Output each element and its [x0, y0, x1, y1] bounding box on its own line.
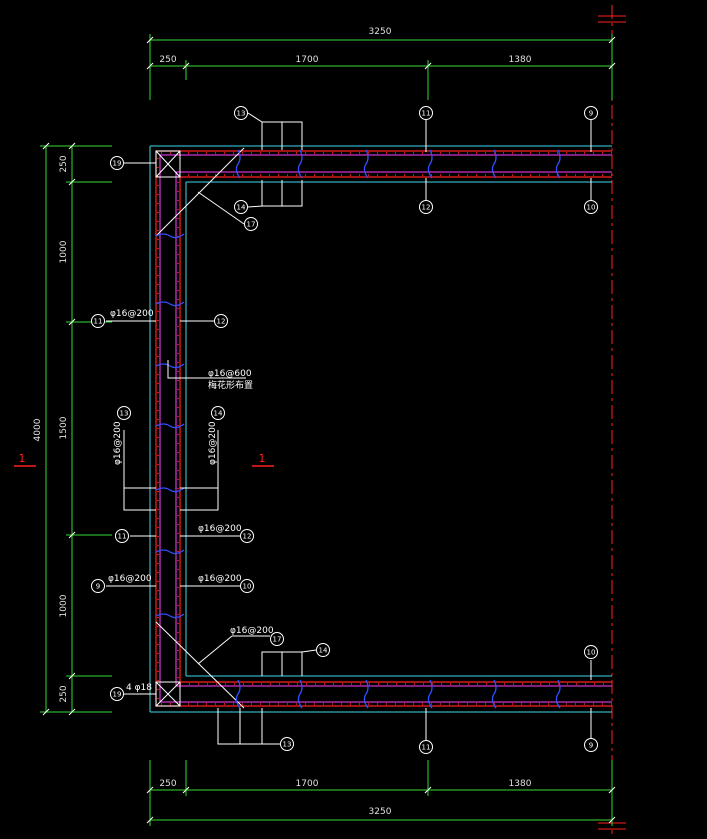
corner-box-bottom	[155, 681, 181, 707]
label-rebar-8: φ16@200	[198, 574, 242, 584]
tie-bars	[155, 149, 561, 709]
bubble-left-13: 13	[120, 410, 129, 418]
dim-left-b: 1000	[59, 240, 69, 263]
distribution-rebar	[159, 154, 612, 703]
dim-left-total: 4000	[33, 418, 43, 441]
bubble-left-10: 10	[243, 583, 252, 591]
bottom-dimensions	[149, 760, 613, 826]
dim-top-a: 250	[159, 55, 176, 65]
dim-bottom-total: 3250	[369, 807, 392, 817]
leader-lines	[106, 112, 592, 745]
bubble-corner-top: 19	[113, 160, 122, 168]
bubble-top-13: 13	[237, 110, 246, 118]
bubbles	[91, 106, 598, 754]
main-rebar	[155, 150, 612, 707]
bubble-top-11: 11	[422, 110, 431, 118]
bubble-corner-bot: 19	[113, 691, 122, 699]
haunch-bars	[155, 147, 245, 709]
dim-bottom-b: 1700	[296, 779, 319, 789]
bubble-bot-10: 10	[587, 649, 596, 657]
top-dimensions	[149, 34, 613, 100]
corner-box-top	[155, 150, 181, 178]
label-rebar-5: φ16@200	[208, 421, 218, 465]
bubble-left-12b: 12	[243, 533, 252, 541]
bubble-bot-13: 13	[283, 741, 292, 749]
dim-left-a: 250	[59, 155, 69, 172]
section-mark-right: 1	[259, 452, 266, 465]
dim-top-b: 1700	[296, 55, 319, 65]
bubble-top-10: 10	[587, 204, 596, 212]
label-rebar-7: φ16@200	[108, 574, 152, 584]
dim-left-e: 250	[59, 685, 69, 702]
bubble-diag-top: 17	[247, 221, 256, 229]
bubble-top-12: 12	[422, 204, 431, 212]
dim-left-d: 1000	[59, 594, 69, 617]
dim-bottom-a: 250	[159, 779, 176, 789]
main-rebar-dots	[157, 152, 612, 705]
section-mark-left: 1	[19, 452, 26, 465]
bubble-left-12a: 12	[217, 318, 226, 326]
bubble-bot-11: 11	[422, 744, 431, 752]
bubble-left-11b: 11	[118, 533, 127, 541]
bubble-bot-14: 14	[319, 647, 328, 655]
dim-bottom-c: 1380	[509, 779, 532, 789]
label-rebar-10: 4 φ18	[126, 683, 152, 693]
bubble-left-9: 9	[96, 583, 100, 591]
label-rebar-1: φ16@200	[110, 309, 154, 319]
bubble-left-11a: 11	[94, 318, 103, 326]
bubble-diag-bot: 17	[273, 636, 282, 644]
label-rebar-3: 梅花形布置	[208, 379, 253, 391]
label-rebar-2: φ16@600	[208, 369, 252, 379]
dim-left-c: 1500	[59, 416, 69, 439]
bubble-top-9: 9	[589, 110, 593, 118]
label-rebar-6: φ16@200	[198, 524, 242, 534]
label-rebar-4: φ16@200	[113, 421, 123, 465]
dim-top-c: 1380	[509, 55, 532, 65]
bubble-top-14: 14	[237, 204, 246, 212]
left-dimensions	[40, 145, 112, 713]
wall-outline	[149, 145, 612, 713]
bubble-bot-9: 9	[589, 742, 593, 750]
label-rebar-9: φ16@200	[230, 626, 274, 636]
dim-top-total: 3250	[369, 27, 392, 37]
bubble-left-14: 14	[214, 410, 223, 418]
